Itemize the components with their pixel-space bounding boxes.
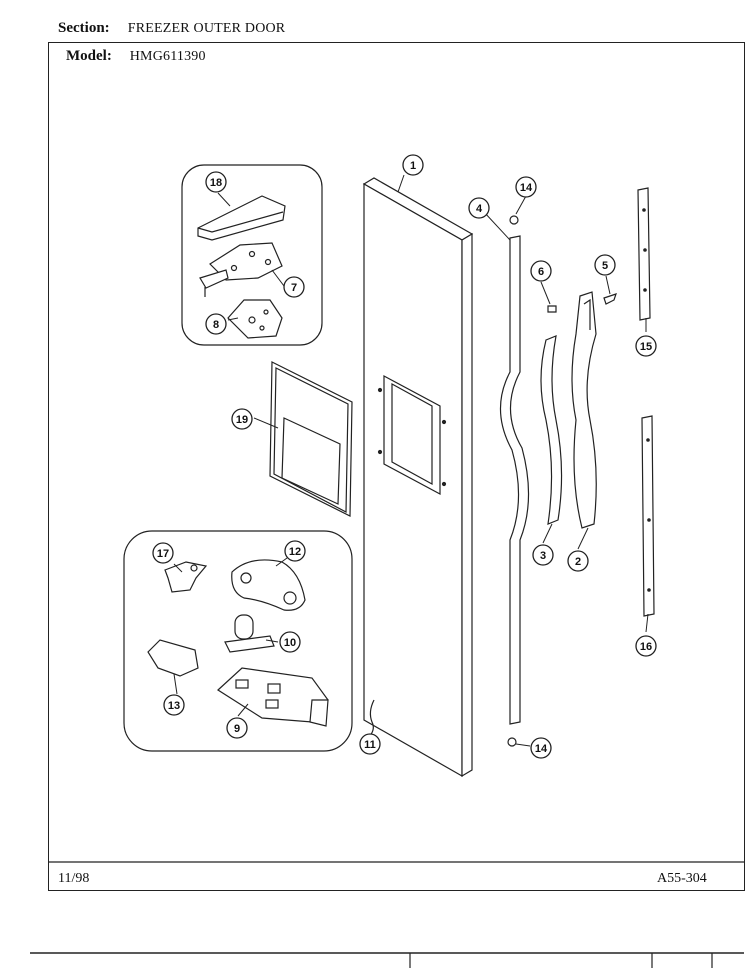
leader-lines [173, 174, 649, 747]
model-header: Model: HMG611390 [66, 48, 206, 65]
hinge-cover-lower-part [147, 639, 199, 677]
callout-5: 5 [594, 254, 616, 276]
svg-text:2: 2 [575, 556, 581, 568]
callout-18: 18 [205, 171, 227, 193]
revision-date: 11/98 [58, 871, 90, 886]
svg-text:15: 15 [640, 341, 652, 353]
svg-text:14: 14 [535, 743, 548, 755]
callouts: 1 2 3 4 5 6 7 8 9 10 11 12 13 14 14 15 1… [152, 154, 657, 759]
svg-text:11: 11 [364, 739, 376, 751]
callout-7: 7 [283, 276, 305, 298]
model-label: Model: [66, 48, 112, 64]
callout-15: 15 [635, 335, 657, 357]
upper-side-trim-part [637, 187, 651, 321]
hinge-shim-part [227, 299, 283, 339]
lower-side-trim-part [641, 415, 655, 617]
top-hinge-part [199, 242, 283, 297]
callout-14-bottom: 14 [530, 737, 552, 759]
callout-10: 10 [279, 631, 301, 653]
figure-code: A55-304 [657, 871, 707, 886]
callout-4: 4 [468, 197, 490, 219]
section-label: Section: [58, 20, 110, 36]
callout-14-top: 14 [515, 176, 537, 198]
top-hinge-inset [181, 164, 323, 346]
hinge-bearing-part [231, 559, 306, 611]
handle-trim-part [540, 335, 563, 525]
svg-text:1: 1 [410, 160, 416, 172]
callout-12: 12 [284, 540, 306, 562]
svg-text:3: 3 [540, 550, 546, 562]
screw-14-top-part [509, 215, 519, 225]
door-panel-part [362, 177, 474, 778]
model-value: HMG611390 [129, 49, 206, 64]
svg-text:5: 5 [602, 260, 608, 272]
wire-harness-part [367, 699, 375, 739]
screw-5-part [603, 293, 617, 305]
svg-text:13: 13 [168, 700, 180, 712]
hinge-pin-part [224, 614, 275, 653]
screw-14-bottom-part [507, 737, 517, 747]
callout-9: 9 [226, 717, 248, 739]
svg-text:16: 16 [640, 641, 652, 653]
svg-text:14: 14 [520, 182, 533, 194]
screw-6-part [547, 305, 557, 313]
callout-8: 8 [205, 313, 227, 335]
svg-text:4: 4 [476, 203, 483, 215]
section-value: FREEZER OUTER DOOR [127, 21, 286, 36]
svg-text:19: 19 [236, 414, 248, 426]
callout-11: 11 [359, 733, 381, 755]
svg-text:12: 12 [289, 546, 301, 558]
svg-text:10: 10 [284, 637, 296, 649]
callout-6: 6 [530, 260, 552, 282]
dispenser-trim-part [269, 361, 353, 517]
callout-13: 13 [163, 694, 185, 716]
callout-17: 17 [152, 542, 174, 564]
svg-text:8: 8 [213, 319, 219, 331]
svg-text:6: 6 [538, 266, 544, 278]
callout-16: 16 [635, 635, 657, 657]
svg-text:9: 9 [234, 723, 240, 735]
svg-text:18: 18 [210, 177, 222, 189]
handle-part [571, 291, 597, 529]
door-trim-strip-part [499, 235, 530, 725]
bottom-hinge-plate-part [217, 667, 329, 727]
callout-2: 2 [567, 550, 589, 572]
callout-3: 3 [532, 544, 554, 566]
bottom-hinge-inset [123, 530, 353, 752]
svg-text:7: 7 [291, 282, 297, 294]
callout-1: 1 [402, 154, 424, 176]
svg-text:17: 17 [157, 548, 169, 560]
callout-19: 19 [231, 408, 253, 430]
diagram-frame [48, 42, 745, 891]
hinge-bracket-part [164, 561, 208, 593]
hinge-cover-part [197, 195, 286, 241]
section-header: Section: FREEZER OUTER DOOR [58, 20, 285, 37]
